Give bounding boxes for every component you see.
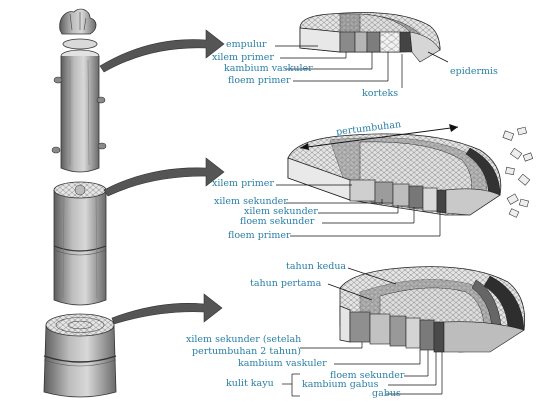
stem-1-top-disc xyxy=(63,39,97,49)
wedge-2 xyxy=(288,127,533,217)
stem-section-1 xyxy=(52,50,106,172)
label-empulur: empulur xyxy=(226,40,267,50)
label-tahun-pertama: tahun pertama xyxy=(250,279,321,289)
label-floem-sekunder-2: floem sekunder xyxy=(240,217,314,227)
arrow-2 xyxy=(104,158,224,196)
terminal-bud xyxy=(60,9,96,34)
label-kambium-gabus: kambium gabus xyxy=(302,380,379,390)
stem-section-2 xyxy=(54,182,106,305)
label-floem-primer-2: floem primer xyxy=(228,231,291,241)
wedge-3 xyxy=(340,267,525,352)
label-kulit-kayu: kulit kayu xyxy=(226,379,274,389)
stem-section-3 xyxy=(44,314,116,397)
label-gabus: gabus xyxy=(372,389,401,399)
label-floem-primer-1: floem primer xyxy=(228,76,291,86)
label-xilem-sekunder-3-line1: xilem sekunder (setelah xyxy=(186,335,301,345)
bark-flakes xyxy=(503,127,533,217)
arrow-1 xyxy=(100,30,224,72)
label-xilem-primer-2: xilem primer xyxy=(212,179,274,189)
arrow-3 xyxy=(112,294,222,324)
label-kambium-vaskuler-1: kambium vaskuler xyxy=(224,64,313,74)
label-xilem-sekunder-3-line2: pertumbuhan 2 tahun) xyxy=(192,347,301,357)
label-epidermis: epidermis xyxy=(450,67,498,77)
label-kambium-vaskuler-3: kambium vaskuler xyxy=(238,359,327,369)
label-korteks: korteks xyxy=(362,89,398,99)
wedge-1 xyxy=(300,13,440,63)
label-xilem-primer-1: xilem primer xyxy=(212,53,274,63)
label-tahun-kedua: tahun kedua xyxy=(286,262,346,272)
